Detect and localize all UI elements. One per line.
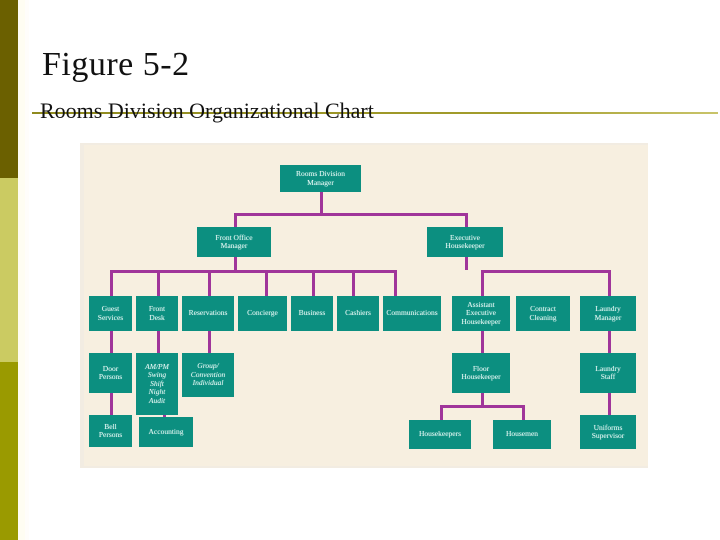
- connector-drop-front-desk: [157, 270, 160, 296]
- node-label: Cashiers: [345, 308, 371, 318]
- connector-drop-reservations: [208, 270, 211, 296]
- node-reservations[interactable]: Reservations: [182, 296, 234, 331]
- connector-drop-assistant-exec: [481, 270, 484, 296]
- connector-drop-housekeepers: [440, 405, 443, 420]
- node-label: AM/PM Swing Shift Night Audit: [145, 362, 169, 405]
- sidebar-bar-bottom: [0, 362, 18, 540]
- connector-laundrymgr-to-staff: [608, 331, 611, 353]
- node-label: Laundry Staff: [595, 363, 621, 381]
- node-label: Concierge: [247, 308, 278, 318]
- sidebar-stripe-cream: [18, 0, 25, 540]
- node-label: Bell Persons: [98, 421, 123, 439]
- node-label: Group/ Convention Individual: [190, 361, 226, 388]
- connector-level3-left-bus: [110, 270, 397, 273]
- node-floor-housekeeper[interactable]: Floor Housekeeper: [452, 353, 510, 393]
- connector-to-front-office: [234, 213, 237, 227]
- connector-floor-bus: [440, 405, 525, 408]
- connector-drop-communications: [394, 270, 397, 296]
- node-label: Front Desk: [148, 304, 166, 322]
- connector-level2-bus: [234, 213, 468, 216]
- connector-fom-down: [234, 257, 237, 270]
- node-housekeepers[interactable]: Housekeepers: [409, 420, 471, 449]
- node-label: Housekeepers: [418, 429, 462, 439]
- node-business[interactable]: Business: [291, 296, 333, 331]
- connector-frontdesk-to-ampm: [157, 331, 160, 353]
- node-group-convention[interactable]: Group/ Convention Individual: [182, 353, 234, 397]
- node-label: Rooms Division Manager: [296, 169, 345, 187]
- sidebar-stripe-cream-2: [25, 0, 29, 540]
- node-bell-persons[interactable]: Bell Persons: [89, 415, 132, 447]
- node-rooms-division-manager[interactable]: Rooms Division Manager: [280, 165, 361, 192]
- sidebar-bar-top: [0, 0, 18, 178]
- node-guest-services[interactable]: Guest Services: [89, 296, 132, 331]
- node-label: Guest Services: [97, 304, 124, 322]
- connector-assistant-to-floor: [481, 331, 484, 353]
- node-label: Floor Housekeeper: [461, 363, 501, 381]
- node-cashiers[interactable]: Cashiers: [337, 296, 379, 331]
- connector-laundrystaff-to-uniforms: [608, 393, 611, 415]
- node-housemen[interactable]: Housemen: [493, 420, 551, 449]
- page-title: Figure 5-2: [42, 46, 190, 83]
- connector-drop-laundry-manager: [608, 270, 611, 296]
- connector-drop-housemen: [522, 405, 525, 420]
- node-communications[interactable]: Communications: [383, 296, 441, 331]
- node-label: Contract Cleaning: [529, 304, 557, 322]
- node-door-persons[interactable]: Door Persons: [89, 353, 132, 393]
- org-chart-panel: Rooms Division Manager Front Office Mana…: [84, 145, 648, 466]
- node-label: Housemen: [505, 429, 539, 439]
- node-uniforms-supervisor[interactable]: Uniforms Supervisor: [580, 415, 636, 449]
- node-label: Executive Housekeeper: [445, 232, 485, 250]
- page-subtitle: Rooms Division Organizational Chart: [40, 98, 374, 123]
- connector-drop-business: [312, 270, 315, 296]
- connector-rdm-down: [320, 191, 323, 215]
- node-executive-housekeeper[interactable]: Executive Housekeeper: [427, 227, 503, 257]
- connector-level3-right-bus: [481, 270, 611, 273]
- connector-door-to-bell: [110, 393, 113, 415]
- node-label: Business: [298, 308, 326, 318]
- connector-guest-to-door: [110, 331, 113, 353]
- node-front-office-manager[interactable]: Front Office Manager: [197, 227, 271, 257]
- node-label: Accounting: [148, 426, 184, 436]
- title-divider: [32, 112, 718, 114]
- node-label: Assistant Executive Housekeeper: [461, 299, 501, 326]
- connector-to-exec-housekeeper: [465, 213, 468, 227]
- node-concierge[interactable]: Concierge: [238, 296, 287, 331]
- node-assistant-exec-housekeeper[interactable]: Assistant Executive Housekeeper: [452, 296, 510, 331]
- node-label: Communications: [386, 308, 438, 318]
- node-accounting[interactable]: Accounting: [139, 417, 193, 447]
- connector-drop-guest-services: [110, 270, 113, 296]
- node-contract-cleaning[interactable]: Contract Cleaning: [516, 296, 570, 331]
- node-laundry-staff[interactable]: Laundry Staff: [580, 353, 636, 393]
- node-label: Reservations: [188, 308, 228, 318]
- connector-drop-cashiers: [352, 270, 355, 296]
- node-label: Uniforms Supervisor: [591, 422, 625, 440]
- node-laundry-manager[interactable]: Laundry Manager: [580, 296, 636, 331]
- node-label: Front Office Manager: [215, 232, 253, 250]
- node-label: Door Persons: [98, 363, 123, 381]
- connector-drop-concierge: [265, 270, 268, 296]
- sidebar-bar-middle: [0, 178, 18, 362]
- node-label: Laundry Manager: [594, 304, 622, 322]
- connector-floor-down: [481, 393, 484, 407]
- connector-eh-down: [465, 257, 468, 270]
- node-front-desk[interactable]: Front Desk: [136, 296, 178, 331]
- connector-reservations-to-group: [208, 331, 211, 353]
- node-am-pm-shifts[interactable]: AM/PM Swing Shift Night Audit: [136, 353, 178, 415]
